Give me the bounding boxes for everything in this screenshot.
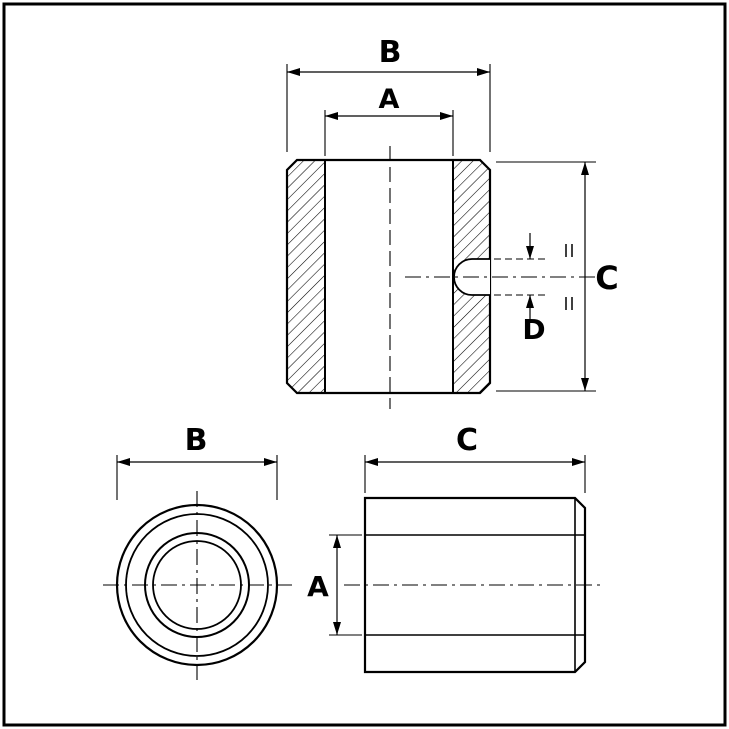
- outer-inner-circle: [125, 513, 269, 657]
- right-wall-hatch: [453, 160, 490, 393]
- dim-label-d-section: D: [522, 313, 545, 346]
- side-view: C A: [307, 423, 604, 674]
- bore-inner-circle: [152, 540, 242, 630]
- dim-label-b-front: B: [185, 423, 208, 458]
- bore-outer-circle: [144, 532, 250, 638]
- outer-circle: [115, 503, 279, 667]
- left-wall-hatch: [287, 160, 325, 393]
- dim-label-c-section: C: [595, 259, 618, 297]
- dim-label-a-side: A: [307, 570, 329, 603]
- dim-label-c-side: C: [456, 423, 478, 458]
- section-view: B A C D: [285, 35, 619, 409]
- dim-label-a-section: A: [379, 84, 400, 115]
- section-outline: [285, 158, 492, 395]
- dim-label-b-section: B: [379, 35, 402, 70]
- front-view: B: [103, 423, 292, 680]
